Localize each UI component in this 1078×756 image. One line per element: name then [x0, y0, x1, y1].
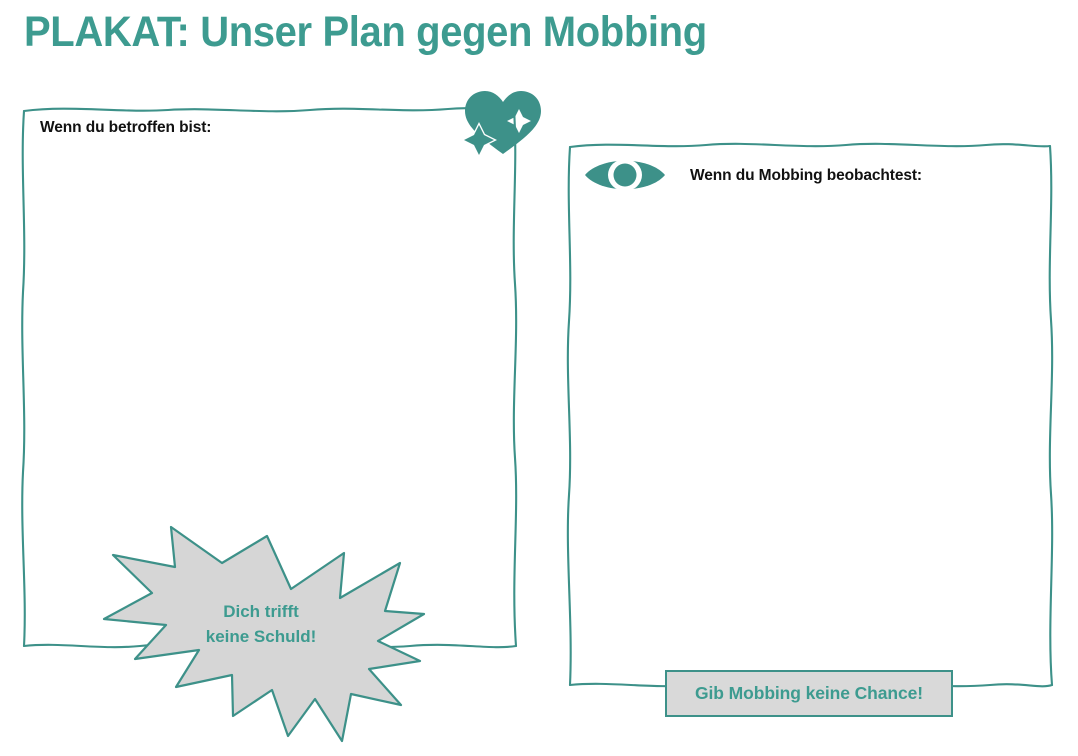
slogan-banner: Gib Mobbing keine Chance!	[665, 670, 953, 717]
sparkling-heart-icon	[459, 86, 547, 160]
eye-icon	[581, 154, 669, 196]
left-panel-label: Wenn du betroffen bist:	[40, 119, 212, 136]
right-panel-label: Wenn du Mobbing beobachtest:	[690, 167, 922, 184]
slogan-banner-text: Gib Mobbing keine Chance!	[695, 683, 923, 703]
left-panel-outline	[21, 107, 518, 649]
page-title: PLAKAT: Unser Plan gegen Mobbing	[24, 8, 707, 56]
right-panel-outline	[566, 142, 1054, 688]
starburst-text: Dich trifft keine Schuld!	[205, 602, 317, 646]
